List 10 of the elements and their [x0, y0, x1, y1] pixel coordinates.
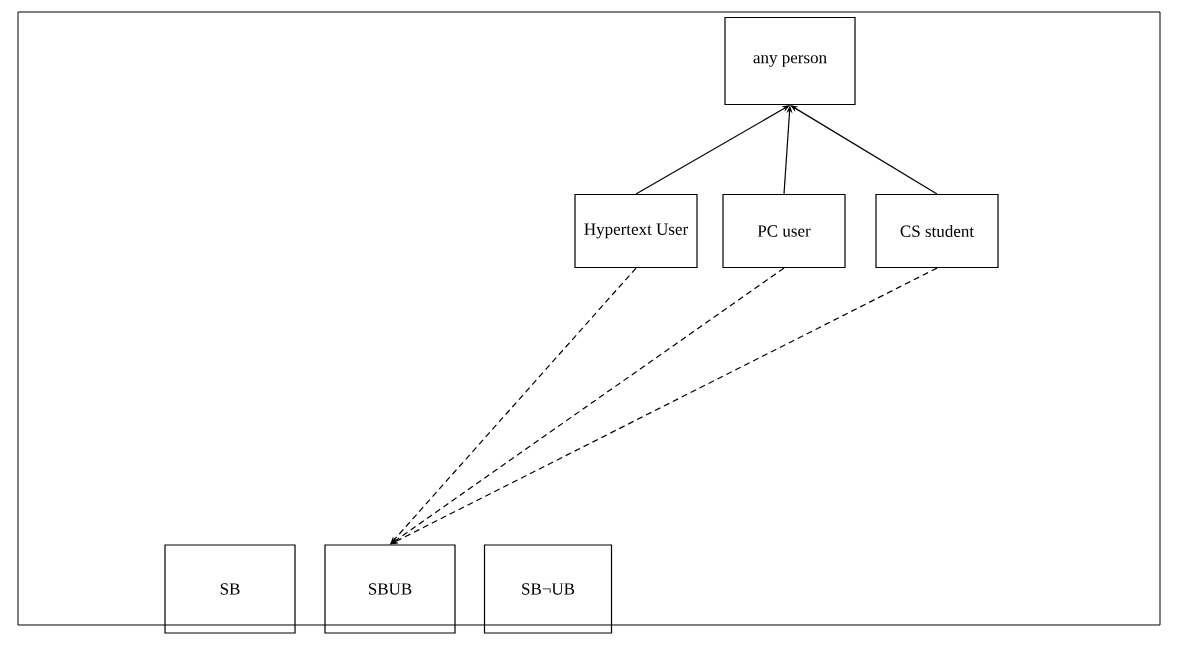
class-box: SBUB [324, 544, 456, 634]
arrow [790, 105, 938, 195]
class-box: any person [724, 16, 856, 106]
class-box: CS student [875, 193, 999, 269]
dashed-arrow [390, 267, 938, 545]
class-box: SB [164, 544, 296, 634]
class-box: SB¬UB [483, 544, 613, 634]
arrow [635, 105, 790, 195]
class-box: Hypertext User [574, 193, 698, 269]
class-box: PC user [722, 193, 846, 269]
